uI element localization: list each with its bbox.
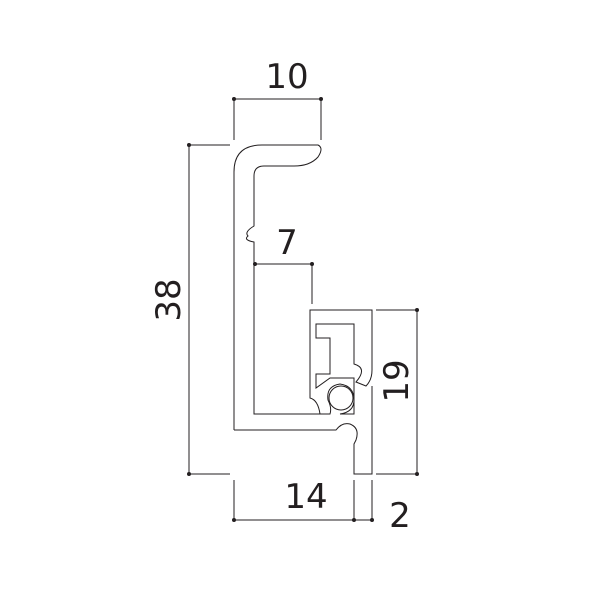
profile-groove-circle bbox=[328, 385, 354, 411]
dim-dot bbox=[253, 262, 257, 266]
dim-label-total-height: 38 bbox=[149, 278, 189, 321]
dim-dot bbox=[319, 97, 323, 101]
dim-dot bbox=[415, 472, 419, 476]
dim-label-inner-gap: 7 bbox=[276, 223, 298, 263]
dim-dot bbox=[370, 518, 374, 522]
dim-dot bbox=[187, 143, 191, 147]
dim-dot bbox=[415, 308, 419, 312]
dim-dot bbox=[310, 262, 314, 266]
dim-dot bbox=[352, 518, 356, 522]
dim-label-bottom-width: 14 bbox=[284, 477, 327, 517]
profile-right-wall bbox=[309, 310, 321, 415]
dim-label-small-width: 2 bbox=[389, 496, 411, 536]
profile-inner-slot bbox=[315, 324, 331, 388]
dim-dot bbox=[232, 518, 236, 522]
profile-bottom-edge bbox=[234, 386, 373, 475]
dim-dot bbox=[232, 97, 236, 101]
profile-outline bbox=[233, 144, 373, 430]
dim-dot bbox=[187, 472, 191, 476]
dim-label-right-height: 19 bbox=[377, 359, 417, 402]
dim-label-top-width: 10 bbox=[265, 57, 308, 97]
